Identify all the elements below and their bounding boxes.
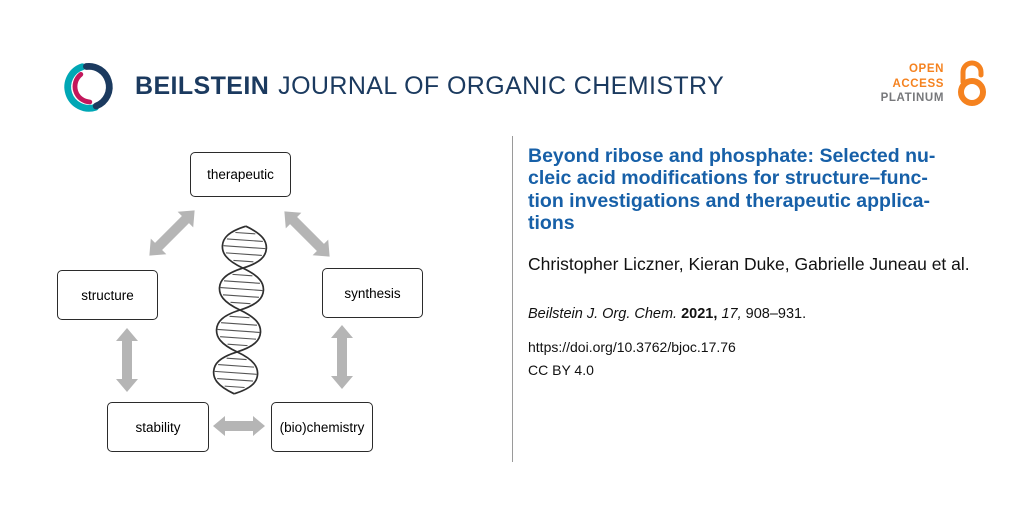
node-label: stability: [135, 419, 181, 435]
beilstein-logo-icon: [64, 62, 113, 112]
journal-name: BEILSTEIN JOURNAL OF ORGANIC CHEMISTRY: [135, 72, 724, 101]
node-label: therapeutic: [207, 167, 274, 182]
diagram-node-therapeutic: therapeutic: [190, 152, 291, 197]
open-access-badge: OPEN ACCESS PLATINUM: [881, 60, 992, 108]
article-citation: Beilstein J. Org. Chem. 2021, 17, 908–93…: [528, 306, 984, 322]
citation-year: 2021,: [681, 306, 718, 323]
title-line: cleic acid modifications for structure–f…: [528, 167, 928, 190]
citation-volume: 17,: [721, 306, 742, 323]
title-line: tions: [528, 211, 575, 234]
article-title: Beyond ribose and phosphate: Selected nu…: [528, 145, 984, 234]
open-access-line1: OPEN: [909, 63, 944, 76]
diagram-arrows: [116, 210, 353, 436]
node-label: structure: [81, 287, 134, 303]
diagram-node-biochemistry: (bio)chemistry: [271, 402, 373, 452]
open-access-line2: ACCESS: [892, 77, 944, 90]
article-info: Beyond ribose and phosphate: Selected nu…: [528, 145, 984, 378]
citation-pages: 908–931.: [745, 306, 807, 323]
diagram-node-structure: structure: [57, 270, 158, 320]
dna-helix-drawing: [212, 225, 268, 395]
journal-name-bold: BEILSTEIN: [135, 72, 270, 100]
diagram-node-stability: stability: [107, 402, 209, 452]
open-access-text: OPEN ACCESS PLATINUM: [881, 62, 944, 106]
diagram-node-synthesis: synthesis: [322, 268, 423, 318]
vertical-divider: [512, 136, 513, 462]
dna-helix-figure: [116, 210, 353, 436]
title-line: tion investigations and therapeutic appl…: [528, 189, 930, 212]
journal-name-rest: JOURNAL OF ORGANIC CHEMISTRY: [278, 72, 725, 100]
title-line: Beyond ribose and phosphate: Selected nu…: [528, 145, 936, 167]
doi-link[interactable]: https://doi.org/10.3762/bjoc.17.76: [528, 339, 736, 356]
node-label: synthesis: [344, 285, 401, 301]
open-access-line3: PLATINUM: [880, 92, 944, 105]
article-doi: https://doi.org/10.3762/bjoc.17.76: [528, 339, 984, 355]
open-lock-icon: [958, 60, 986, 106]
article-authors: Christopher Liczner, Kieran Duke, Gabrie…: [528, 254, 970, 275]
article-license: CC BY 4.0: [528, 362, 594, 379]
citation-journal: Beilstein J. Org. Chem.: [528, 306, 678, 323]
node-label: (bio)chemistry: [279, 419, 365, 435]
